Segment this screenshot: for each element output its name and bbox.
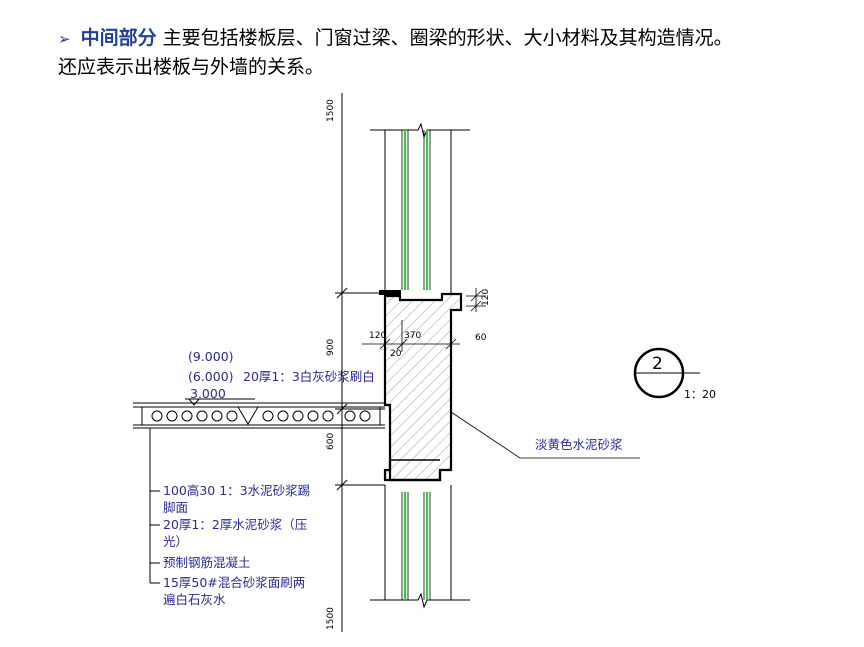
heading-highlight: 中间部分 bbox=[80, 27, 157, 49]
elevation-3000: 3.000 bbox=[190, 386, 226, 401]
dim-middle: 900 bbox=[326, 339, 336, 356]
elevation-9000: (9.000) bbox=[188, 349, 234, 364]
lintel-ring-beam bbox=[379, 290, 463, 482]
dim-wall-width: 370 bbox=[404, 331, 421, 341]
label-plaster-top: 20厚1：3白灰砂浆刷白 bbox=[243, 369, 375, 384]
label-ceiling-1: 15厚50#混合砂浆面刷两 bbox=[163, 575, 305, 590]
wall-lines bbox=[370, 122, 470, 609]
dim-lower: 600 bbox=[326, 433, 336, 450]
heading: ➢ 中间部分 主要包括楼板层、门窗过梁、圈梁的形状、大小材料及其构造情况。 还应表… bbox=[58, 24, 858, 81]
window-glass bbox=[403, 130, 429, 600]
elevation-marker bbox=[185, 398, 255, 406]
dim-inner-offset: 20 bbox=[390, 349, 402, 359]
vertical-dimension-line bbox=[335, 93, 385, 632]
dim-right-offset: 60 bbox=[475, 333, 487, 343]
detail-scale: 1：20 bbox=[684, 388, 716, 401]
label-ceiling-2: 遍白石灰水 bbox=[163, 592, 226, 607]
dim-bottom: 1500 bbox=[326, 607, 336, 630]
detail-number: 2 bbox=[652, 354, 663, 374]
bullet-arrow-icon: ➢ bbox=[58, 30, 71, 48]
horizontal-dimensions bbox=[362, 288, 486, 352]
floor-slab bbox=[133, 402, 385, 429]
label-skirting-2: 脚面 bbox=[163, 500, 188, 515]
window-frame-lines bbox=[401, 130, 431, 600]
elevation-6000: (6.000) bbox=[188, 369, 234, 384]
label-exterior-finish: 淡黄色水泥砂浆 bbox=[535, 437, 623, 452]
heading-line-1-text: 主要包括楼板层、门窗过梁、圈梁的形状、大小材料及其构造情况。 bbox=[162, 27, 733, 49]
callout-leader bbox=[149, 428, 160, 584]
dim-left-offset: 120 bbox=[369, 331, 386, 341]
label-screed-1: 20厚1：2厚水泥砂浆（压 bbox=[163, 517, 307, 532]
label-screed-2: 光） bbox=[163, 534, 188, 549]
heading-line-2: 还应表示出楼板与外墙的关系。 bbox=[58, 56, 325, 78]
label-skirting-1: 100高30 1：3水泥砂浆踢 bbox=[163, 483, 310, 498]
heading-line-1: ➢ 中间部分 主要包括楼板层、门窗过梁、圈梁的形状、大小材料及其构造情况。 bbox=[58, 24, 858, 53]
exterior-finish-leader bbox=[450, 411, 640, 459]
label-slab: 预制钢筋混凝土 bbox=[163, 555, 251, 570]
detail-index-symbol bbox=[633, 347, 700, 399]
dim-top: 1500 bbox=[326, 99, 336, 122]
dim-lintel-height: 120 bbox=[481, 289, 491, 306]
window-sill-top bbox=[379, 290, 401, 295]
